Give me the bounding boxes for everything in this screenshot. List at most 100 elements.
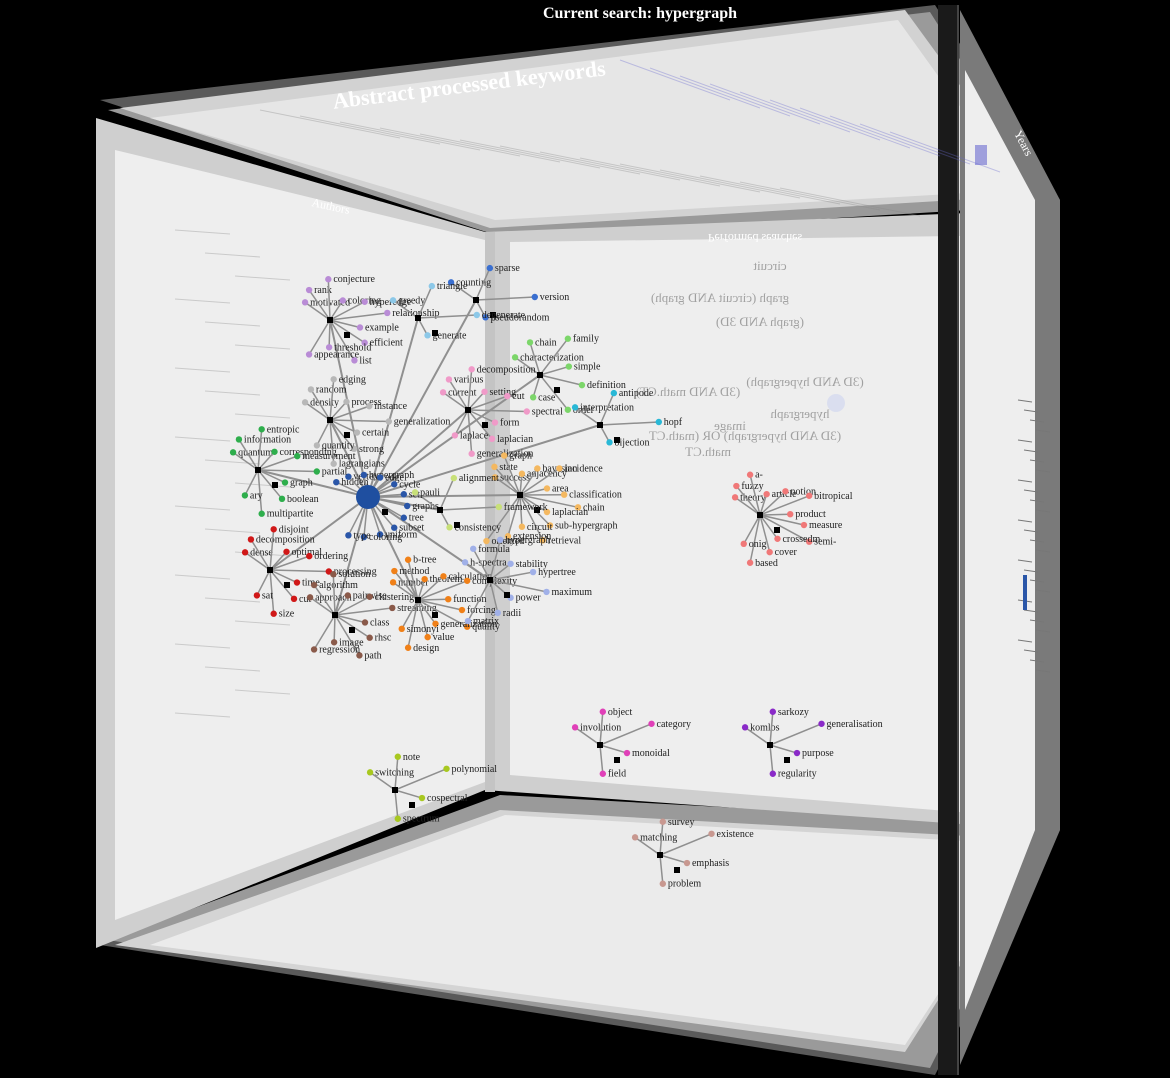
keyword-node[interactable] xyxy=(631,834,639,841)
keyword-node[interactable] xyxy=(746,471,754,478)
keyword-node[interactable] xyxy=(497,536,504,543)
keyword-node[interactable] xyxy=(247,536,255,543)
keyword-node[interactable] xyxy=(504,533,512,540)
keyword-node[interactable] xyxy=(384,309,391,317)
keyword-node[interactable] xyxy=(400,491,408,498)
keyword-node[interactable] xyxy=(659,880,667,887)
keyword-node[interactable] xyxy=(270,610,277,617)
keyword-node[interactable] xyxy=(361,339,368,346)
keyword-node[interactable] xyxy=(424,633,431,641)
keyword-node[interactable] xyxy=(389,604,396,612)
keyword-node[interactable] xyxy=(356,652,363,659)
keyword-node[interactable] xyxy=(787,510,794,518)
cluster-density[interactable]: densityrandomedgingprocessinstancegenera… xyxy=(301,374,451,470)
keyword-node[interactable] xyxy=(389,579,397,586)
keyword-node[interactable] xyxy=(543,588,550,596)
keyword-node[interactable] xyxy=(325,276,332,283)
keyword-node[interactable] xyxy=(428,282,436,290)
keyword-node[interactable] xyxy=(330,639,338,646)
keyword-node[interactable] xyxy=(526,339,534,346)
keyword-node[interactable] xyxy=(560,491,568,498)
keyword-node[interactable] xyxy=(229,449,237,456)
cluster-interp[interactable]: interpretationantipodehopfbijection xyxy=(571,388,683,448)
keyword-node[interactable] xyxy=(564,406,572,413)
performed-search-item[interactable]: (3D AND math.CT) xyxy=(636,384,740,399)
keyword-node[interactable] xyxy=(731,494,739,501)
keyword-node[interactable] xyxy=(361,298,368,305)
cluster-success[interactable]: successstategraphadjacencybayesianincide… xyxy=(483,451,622,547)
keyword-node[interactable] xyxy=(763,490,770,498)
keyword-node[interactable] xyxy=(818,720,825,727)
keyword-node[interactable] xyxy=(330,460,337,467)
keyword-node[interactable] xyxy=(345,473,352,480)
keyword-node[interactable] xyxy=(391,524,398,531)
keyword-node[interactable] xyxy=(376,531,384,538)
keyword-node[interactable] xyxy=(507,560,514,567)
keyword-node[interactable] xyxy=(443,765,450,772)
performed-search-item[interactable]: hypergraph xyxy=(770,406,829,421)
keyword-node[interactable] xyxy=(356,324,364,331)
keyword-node[interactable] xyxy=(491,463,498,471)
performed-search-item[interactable]: (graph AND 3D) xyxy=(716,314,804,329)
keyword-node[interactable] xyxy=(411,489,419,496)
keyword-node[interactable] xyxy=(741,724,749,731)
keyword-node[interactable] xyxy=(325,344,333,351)
keyword-node[interactable] xyxy=(483,537,490,545)
keyword-node[interactable] xyxy=(253,592,261,599)
keyword-node[interactable] xyxy=(440,573,447,580)
keyword-node[interactable] xyxy=(458,606,466,614)
keyword-node[interactable] xyxy=(394,753,402,760)
keyword-node[interactable] xyxy=(574,504,582,511)
keyword-node[interactable] xyxy=(488,435,496,443)
keyword-node[interactable] xyxy=(556,465,563,472)
keyword-node[interactable] xyxy=(733,482,740,490)
keyword-node[interactable] xyxy=(330,571,337,578)
keyword-node[interactable] xyxy=(518,470,526,477)
cluster-number[interactable]: numbermethodb-treetheoremcalculationcomp… xyxy=(389,555,517,654)
keyword-node[interactable] xyxy=(468,450,475,457)
keyword-node[interactable] xyxy=(344,592,351,599)
keyword-node[interactable] xyxy=(271,448,278,455)
keyword-node[interactable] xyxy=(464,617,472,625)
keyword-node[interactable] xyxy=(310,646,318,653)
keyword-node[interactable] xyxy=(578,381,586,389)
keyword-graph[interactable]: hiddenvertexhypergraphedgecyclesetgraphs… xyxy=(229,263,883,890)
keyword-node[interactable] xyxy=(447,279,455,286)
keyword-node[interactable] xyxy=(366,634,373,641)
keyword-node[interactable] xyxy=(494,609,501,617)
keyword-node[interactable] xyxy=(306,552,313,560)
keyword-node[interactable] xyxy=(774,535,781,542)
keyword-node[interactable] xyxy=(424,332,431,339)
keyword-node[interactable] xyxy=(468,366,475,373)
keyword-node[interactable] xyxy=(360,471,368,479)
keyword-node[interactable] xyxy=(769,770,777,777)
keyword-node[interactable] xyxy=(270,526,277,533)
keyword-node[interactable] xyxy=(310,581,318,589)
keyword-node[interactable] xyxy=(418,794,426,802)
keyword-node[interactable] xyxy=(391,481,398,488)
keyword-node[interactable] xyxy=(531,293,538,301)
cluster-quantum[interactable]: quantuminformationentropiccorrespondingm… xyxy=(229,424,356,520)
cluster-hspectra[interactable]: h-spectraformulahypergraphstabilityhyper… xyxy=(461,535,592,627)
keyword-node[interactable] xyxy=(511,354,519,361)
keyword-node[interactable] xyxy=(606,439,613,446)
keyword-node[interactable] xyxy=(301,399,309,406)
keyword-node[interactable] xyxy=(473,311,480,319)
keyword-node[interactable] xyxy=(782,488,789,495)
keyword-node[interactable] xyxy=(301,299,309,306)
keyword-node[interactable] xyxy=(343,398,350,405)
keyword-node[interactable] xyxy=(313,468,320,475)
keyword-node[interactable] xyxy=(258,510,265,517)
cluster-switching[interactable]: switchingnotepolynomialcospectralspectru… xyxy=(366,752,497,825)
keyword-node[interactable] xyxy=(623,749,631,757)
keyword-node[interactable] xyxy=(366,769,374,776)
keyword-node[interactable] xyxy=(446,524,453,531)
keyword-node[interactable] xyxy=(305,286,313,294)
keyword-node[interactable] xyxy=(293,579,301,586)
keyword-node[interactable] xyxy=(599,770,607,777)
performed-search-item[interactable]: circuit xyxy=(753,258,787,273)
